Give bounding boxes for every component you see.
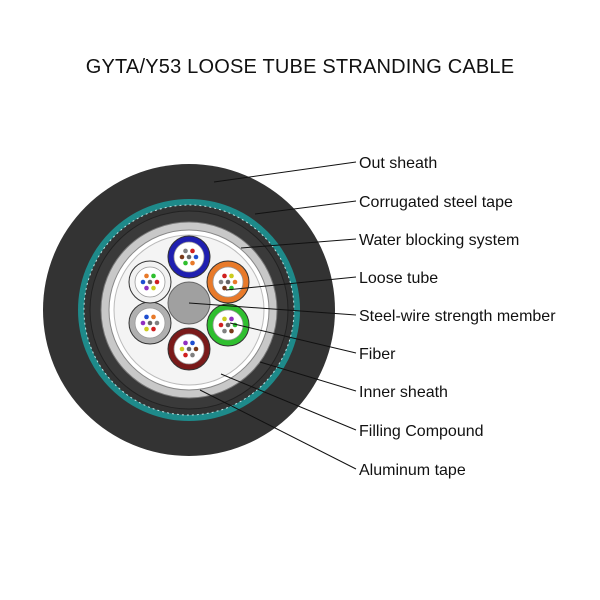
label-inner-sheath: Inner sheath bbox=[359, 384, 448, 401]
fiber bbox=[183, 352, 188, 358]
label-filling-compound: Filling Compound bbox=[359, 423, 484, 440]
label-water-blocking-system: Water blocking system bbox=[359, 232, 519, 249]
leader-line bbox=[188, 302, 357, 316]
label-aluminum-tape: Aluminum tape bbox=[359, 462, 466, 479]
leader-line bbox=[220, 373, 357, 431]
tube-orange bbox=[206, 260, 250, 304]
fiber bbox=[140, 279, 146, 285]
fiber bbox=[144, 326, 149, 332]
fiber bbox=[218, 322, 224, 328]
fiber bbox=[154, 279, 160, 285]
label-loose-tube: Loose tube bbox=[359, 270, 438, 287]
fiber bbox=[229, 316, 234, 322]
fiber bbox=[222, 273, 227, 279]
fiber bbox=[151, 285, 156, 291]
fiber bbox=[183, 340, 188, 346]
leader-line bbox=[225, 276, 357, 291]
fiber bbox=[225, 322, 231, 328]
corrugated-steel-tape bbox=[78, 199, 300, 421]
fiber bbox=[144, 285, 149, 291]
fiber bbox=[151, 314, 156, 320]
fiber bbox=[147, 320, 153, 326]
label-steel-wire-strength-member: Steel-wire strength member bbox=[359, 308, 556, 325]
fiber bbox=[190, 248, 195, 254]
label-out-sheath: Out sheath bbox=[359, 155, 437, 172]
leader-line bbox=[199, 389, 357, 470]
fiber bbox=[225, 279, 231, 285]
fiber bbox=[186, 254, 192, 260]
tube-green bbox=[206, 303, 250, 347]
fiber bbox=[190, 260, 195, 266]
fiber bbox=[222, 328, 227, 334]
fiber bbox=[222, 285, 227, 291]
tube-white bbox=[128, 260, 172, 304]
fiber bbox=[222, 316, 227, 322]
fiber bbox=[151, 326, 156, 332]
loose-tubes bbox=[128, 235, 250, 371]
fiber bbox=[154, 320, 160, 326]
leader-line bbox=[259, 361, 357, 392]
fiber bbox=[183, 260, 188, 266]
leader-line bbox=[229, 322, 357, 354]
fiber bbox=[151, 273, 156, 279]
fiber bbox=[179, 254, 185, 260]
fiber bbox=[190, 340, 195, 346]
tube-blue bbox=[167, 235, 211, 279]
fiber bbox=[144, 273, 149, 279]
fiber bbox=[229, 273, 234, 279]
diagram-title: GYTA/Y53 LOOSE TUBE STRANDING CABLE bbox=[85, 56, 515, 78]
fiber bbox=[218, 279, 224, 285]
fiber bbox=[190, 352, 195, 358]
fiber bbox=[193, 346, 199, 352]
fiber bbox=[144, 314, 149, 320]
fiber bbox=[147, 279, 153, 285]
fiber bbox=[193, 254, 199, 260]
fiber bbox=[229, 328, 234, 334]
leader-line bbox=[254, 200, 357, 215]
fiber bbox=[183, 248, 188, 254]
fiber bbox=[232, 279, 238, 285]
fiber bbox=[186, 346, 192, 352]
tube-gray bbox=[128, 301, 172, 345]
tube-brown bbox=[167, 327, 211, 371]
label-corrugated-steel-tape: Corrugated steel tape bbox=[359, 194, 513, 211]
steel-tape-dots bbox=[83, 204, 295, 416]
fiber bbox=[140, 320, 146, 326]
label-fiber: Fiber bbox=[359, 346, 396, 363]
leader-line bbox=[240, 238, 357, 249]
leader-lines bbox=[188, 161, 357, 470]
fiber bbox=[179, 346, 185, 352]
leader-line bbox=[213, 161, 357, 183]
